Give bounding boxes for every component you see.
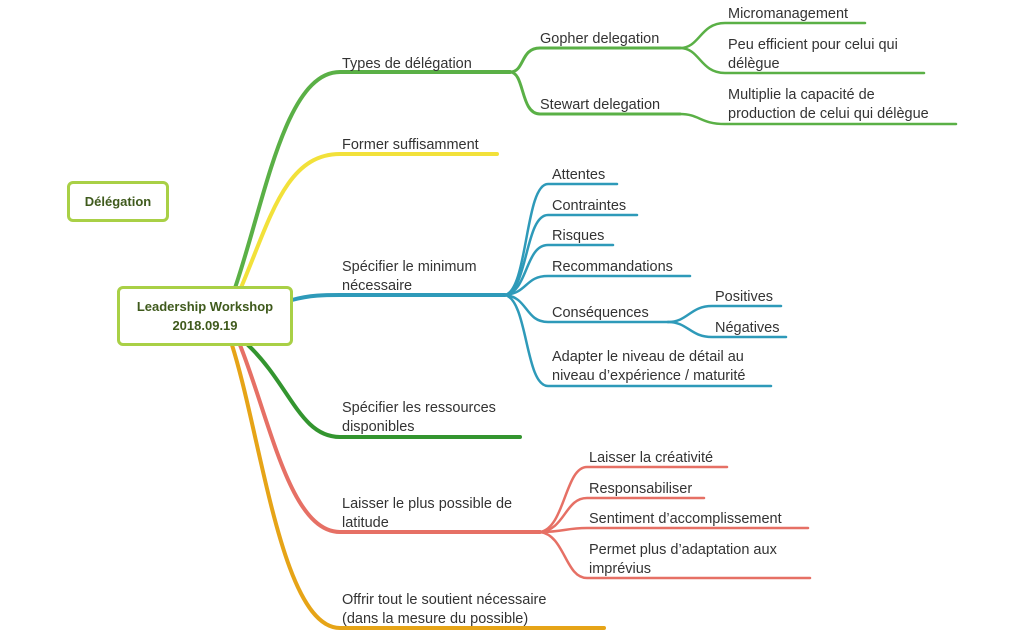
node-soutien-line1: Offrir tout le soutient nécessaire <box>342 592 547 608</box>
link-adapter <box>503 293 773 388</box>
node-latitude[interactable]: Laisser le plus possible de latitude <box>342 495 512 533</box>
root-node[interactable]: Leadership Workshop 2018.09.19 <box>117 286 293 346</box>
link-specifier <box>290 293 507 302</box>
node-peu-efficient[interactable]: Peu efficient pour celui qui délègue <box>728 36 898 74</box>
node-adaptation-line1: Permet plus d’adaptation aux <box>589 542 777 558</box>
node-multiplie-line1: Multiplie la capacité de <box>728 87 875 103</box>
link-adaptation <box>538 530 812 580</box>
link-types <box>233 70 512 290</box>
node-soutien-line2: (dans la mesure du possible) <box>342 611 529 627</box>
link-stewart <box>508 70 682 116</box>
node-risques[interactable]: Risques <box>552 228 605 244</box>
title-box-label: Délégation <box>84 194 152 209</box>
node-former[interactable]: Former suffisamment <box>342 137 479 153</box>
node-specifier-minimum[interactable]: Spécifier le minimum nécessaire <box>342 258 477 296</box>
title-box[interactable]: Délégation <box>67 181 169 222</box>
link-accomplissement <box>538 526 810 534</box>
node-stewart-delegation[interactable]: Stewart delegation <box>540 97 661 113</box>
link-former <box>238 152 499 292</box>
node-specifier-minimum-line2: nécessaire <box>342 278 413 294</box>
node-responsabiliser[interactable]: Responsabiliser <box>589 481 693 497</box>
node-negatives[interactable]: Négatives <box>715 320 780 336</box>
node-consequences[interactable]: Conséquences <box>552 305 649 321</box>
node-adaptation-line2: imprévius <box>589 561 652 577</box>
node-specifier-minimum-line1: Spécifier le minimum <box>342 259 477 275</box>
link-soutien <box>230 343 606 630</box>
node-peu-efficient-line2: délègue <box>728 56 780 72</box>
link-latitude <box>238 343 542 534</box>
link-contraintes <box>503 213 639 297</box>
link-responsabiliser <box>538 496 706 534</box>
link-ressources <box>246 343 522 439</box>
node-adapter[interactable]: Adapter le niveau de détail au niveau d’… <box>552 348 745 386</box>
link-consequences <box>503 293 670 324</box>
root-node-date: 2018.09.19 <box>172 318 238 333</box>
node-multiplie[interactable]: Multiplie la capacité de production de c… <box>728 86 929 124</box>
node-ressources-line2: disponibles <box>342 419 415 435</box>
link-recommandations <box>503 274 692 297</box>
node-multiplie-line2: production de celui qui délègue <box>728 106 929 122</box>
node-types-delegation[interactable]: Types de délégation <box>342 56 472 72</box>
node-ressources-line1: Spécifier les ressources <box>342 400 496 416</box>
link-peu <box>678 46 926 75</box>
link-micro <box>678 21 867 50</box>
node-contraintes[interactable]: Contraintes <box>552 198 627 214</box>
node-adaptation[interactable]: Permet plus d’adaptation aux imprévius <box>589 541 777 579</box>
node-latitude-line1: Laisser le plus possible de <box>342 496 513 512</box>
link-creativite <box>538 465 729 534</box>
node-recommandations[interactable]: Recommandations <box>552 259 673 275</box>
link-negatives <box>666 320 788 339</box>
node-micromanagement[interactable]: Micromanagement <box>728 6 849 22</box>
node-ressources[interactable]: Spécifier les ressources disponibles <box>342 399 496 437</box>
node-soutien[interactable]: Offrir tout le soutient nécessaire (dans… <box>342 591 546 629</box>
node-creativite[interactable]: Laisser la créativité <box>589 450 714 466</box>
link-multiplie <box>678 112 958 126</box>
node-peu-efficient-line1: Peu efficient pour celui qui <box>728 37 898 53</box>
node-accomplissement[interactable]: Sentiment d’accomplissement <box>589 511 782 527</box>
node-gopher-delegation[interactable]: Gopher delegation <box>540 31 660 47</box>
node-adapter-line1: Adapter le niveau de détail au <box>552 349 744 365</box>
node-attentes[interactable]: Attentes <box>552 167 606 183</box>
link-risques <box>503 243 615 297</box>
link-gopher <box>508 46 682 74</box>
node-latitude-line2: latitude <box>342 515 389 531</box>
root-node-title: Leadership Workshop <box>136 299 274 314</box>
link-attentes <box>503 182 619 297</box>
node-positives[interactable]: Positives <box>715 289 774 305</box>
node-adapter-line2: niveau d’expérience / maturité <box>552 368 746 384</box>
